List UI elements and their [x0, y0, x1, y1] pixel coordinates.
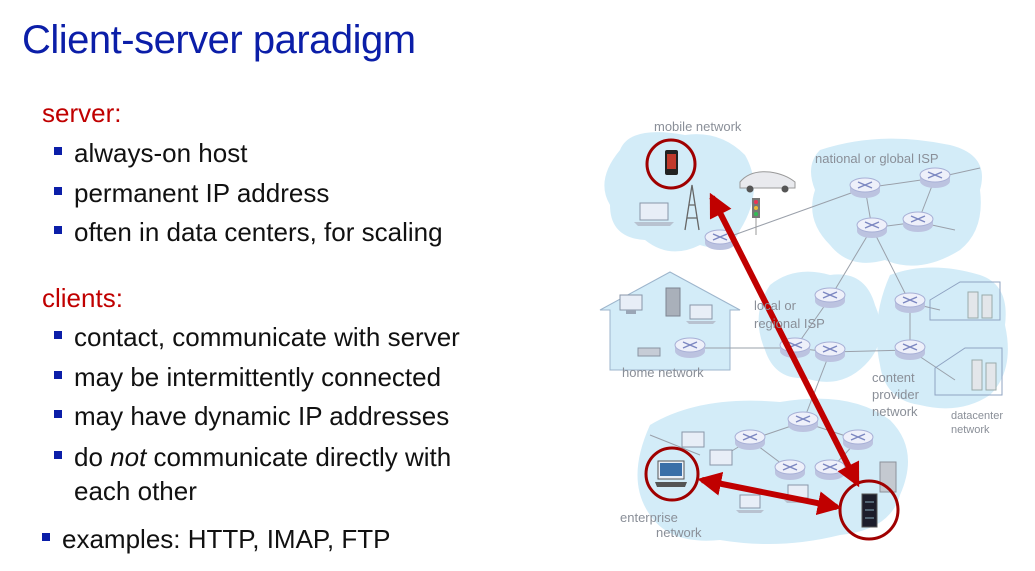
server-mobile-arrow	[709, 192, 860, 488]
desktop-icon	[619, 294, 643, 314]
home-network-label: home network	[622, 365, 704, 380]
desktop-icon	[709, 449, 733, 466]
client-bullet-4: do not communicate directly with each oth…	[54, 440, 451, 508]
bullet-text: do	[74, 442, 111, 472]
bullet-text: always-on host	[74, 138, 248, 168]
bullet-text: communicate directly with	[146, 442, 452, 472]
router-icon	[774, 459, 806, 481]
server-bullet-1: always-on host	[54, 136, 247, 170]
home-network-house	[599, 271, 741, 371]
router-icon	[814, 287, 846, 309]
bullet-marker	[54, 410, 62, 419]
server-bullet-3: often in data centers, for scaling	[54, 215, 443, 249]
slide-title: Client-server paradigm	[22, 18, 416, 62]
content-provider-label-line3: network	[872, 404, 918, 419]
router-icon	[734, 429, 766, 451]
datacenter-icon	[929, 281, 1003, 396]
bullet-marker	[54, 226, 62, 235]
server-rack-icon	[967, 291, 993, 319]
server-heading: server:	[42, 98, 122, 128]
router-icon	[814, 341, 846, 363]
local-isp-label-line2: regional ISP	[754, 316, 825, 331]
laptop-icon	[686, 304, 716, 324]
client-bullet-2: may be intermittently connected	[54, 360, 441, 394]
bullet-emphasis: not	[110, 442, 147, 472]
mobile-client-highlight	[645, 138, 697, 190]
laptop-icon	[634, 202, 674, 226]
bullet-marker	[54, 147, 62, 156]
router-icon	[674, 337, 706, 359]
bullet-marker	[42, 533, 50, 542]
server-desktop-arrow	[697, 471, 842, 516]
bullet-text: permanent IP address	[74, 178, 330, 208]
content-provider-label-line2: provider	[872, 387, 920, 402]
client-desktop-icon	[655, 460, 687, 487]
bullet-marker	[54, 451, 62, 460]
bullet-marker	[54, 331, 62, 340]
bullet-text: often in data centers, for scaling	[74, 217, 443, 247]
enterprise-network-label-line2: network	[656, 525, 702, 540]
router-icon	[787, 411, 819, 433]
mobile-phone-icon	[665, 150, 678, 175]
fridge-icon	[665, 287, 681, 317]
router-icon	[842, 429, 874, 451]
bullet-text: may be intermittently connected	[74, 362, 442, 392]
router-box-icon	[637, 347, 661, 357]
content-provider-label-line1: content	[872, 370, 915, 385]
datacenter-label-line2: network	[951, 424, 990, 436]
bullet-text: contact, communicate with server	[74, 322, 460, 352]
bullet-marker	[54, 187, 62, 196]
clients-heading: clients:	[42, 283, 123, 313]
router-icon	[856, 217, 888, 239]
router-icon	[919, 167, 951, 189]
client-bullet-1: contact, communicate with server	[54, 320, 460, 354]
bullet-text-continued: each other	[74, 476, 197, 506]
car-icon	[739, 171, 796, 193]
enterprise-network-label-line1: enterprise	[620, 510, 678, 525]
examples-bullet: examples: HTTP, IMAP, FTP	[42, 522, 390, 556]
server-rack-icon	[971, 359, 997, 391]
bullet-text: examples: HTTP, IMAP, FTP	[62, 524, 391, 554]
router-icon	[849, 177, 881, 199]
datacenter-label-line1: datacenter	[951, 410, 1003, 422]
cell-tower-icon	[684, 184, 700, 231]
router-icon	[814, 459, 846, 481]
router-icon	[902, 211, 934, 233]
laptop-icon	[736, 494, 764, 513]
traffic-light-icon	[752, 198, 760, 235]
global-isp-label: national or global ISP	[815, 151, 939, 166]
server-icon	[861, 493, 878, 528]
desktop-icon	[681, 431, 705, 448]
internet-diagram: mobile network national or global ISP lo…	[599, 119, 1008, 544]
bullet-text: may have dynamic IP addresses	[74, 401, 450, 431]
router-icon	[894, 292, 926, 314]
client-bullet-3: may have dynamic IP addresses	[54, 399, 449, 433]
mobile-network-label: mobile network	[654, 119, 742, 134]
bullet-marker	[54, 371, 62, 380]
router-icon	[894, 339, 926, 361]
local-isp-label-line1: local or	[754, 298, 797, 313]
server-bullet-2: permanent IP address	[54, 176, 329, 210]
